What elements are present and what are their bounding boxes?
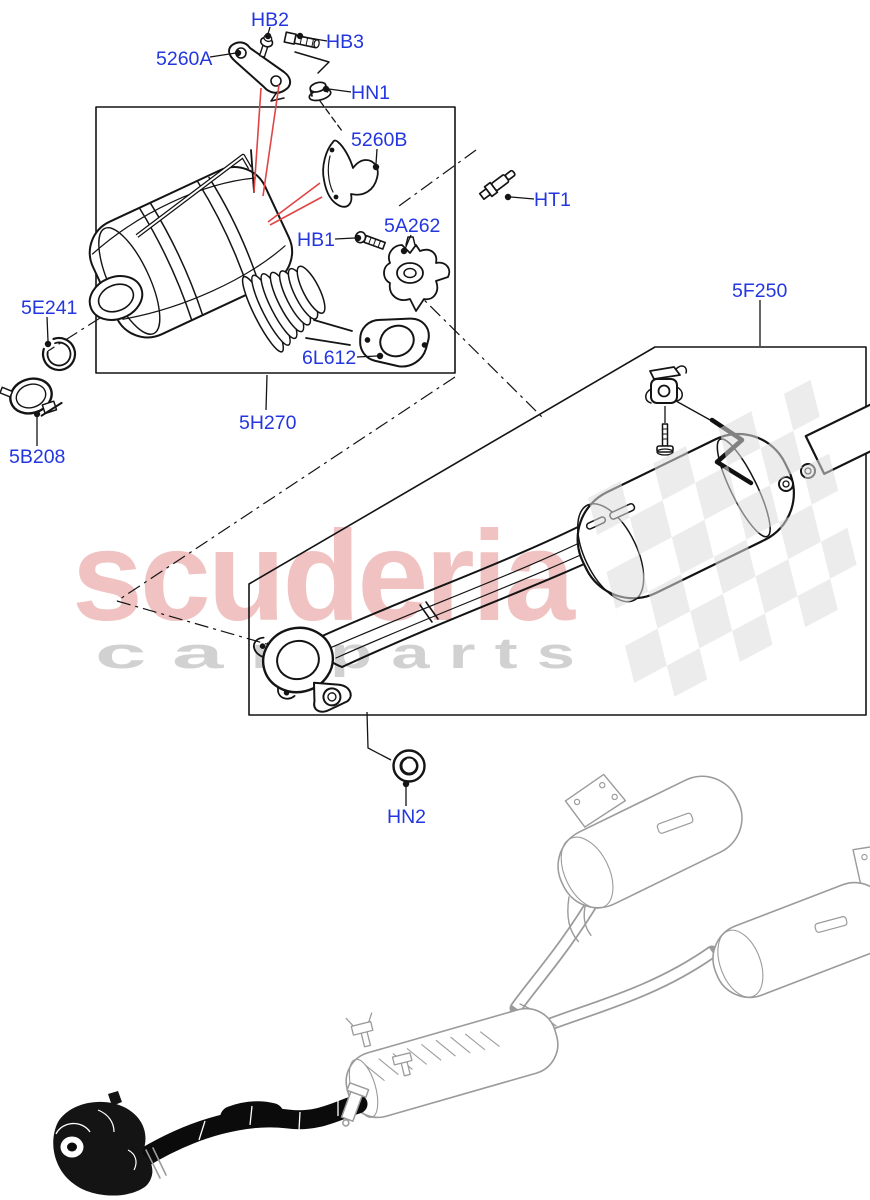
front-flange-art [253, 626, 352, 713]
watermark-tagline-right: p a r t s [330, 629, 575, 678]
part-label-hb1: HB1 [297, 229, 335, 251]
part-label-hn1: HN1 [351, 82, 390, 104]
part-label-hb2: HB2 [251, 9, 289, 31]
watermark-tagline-left: c a r [95, 629, 285, 678]
overview-exhaust-system [53, 773, 870, 1196]
heat-shield-5260B-art [322, 139, 379, 208]
part-labels: HB2 HB3 5260A HN1 5260B HT1 5A262 HB1 5E… [9, 9, 787, 828]
part-label-5b208: 5B208 [9, 446, 65, 468]
overview-front-pipe-highlight [53, 1082, 370, 1196]
overview-resonator [345, 1007, 559, 1119]
part-label-5h270: 5H270 [239, 412, 297, 434]
catalytic-converter-art [88, 149, 353, 353]
gasket-6L612-art [359, 317, 430, 368]
part-label-hn2: HN2 [387, 806, 426, 828]
checkered-flag-watermark [588, 379, 865, 714]
part-label-ht1: HT1 [534, 189, 571, 211]
part-label-5a262: 5A262 [384, 215, 440, 237]
sensor-HT1-art [478, 169, 516, 201]
hanger-bolt-art [656, 423, 674, 456]
part-label-5e241: 5E241 [21, 297, 77, 319]
part-label-hb3: HB3 [326, 31, 364, 53]
detail-box-muffler [248, 346, 867, 716]
clamp-5B208-art [0, 377, 63, 417]
red-callout-lines [253, 84, 323, 226]
gasket-HN2-art [392, 749, 426, 783]
hn2-boundary-leader [366, 711, 392, 761]
leader-lines [33, 26, 761, 806]
part-label-5260a: 5260A [156, 48, 212, 70]
part-label-5260b: 5260B [351, 129, 407, 151]
ring-5E241-art [41, 336, 77, 372]
overview-hanger-brackets [345, 1012, 413, 1077]
hanger-mount-art [645, 365, 688, 404]
mount-5A262-art [383, 236, 451, 312]
part-label-5f250: 5F250 [732, 280, 787, 302]
overview-right-rear-muffler [712, 843, 870, 999]
part-label-6l612: 6L612 [302, 347, 356, 369]
watermark-brand: scuderia [72, 505, 576, 648]
watermark: scuderia c a r p a r t s [72, 505, 579, 678]
overview-left-rear-muffler [557, 773, 743, 943]
bolt-HB3-art [283, 31, 330, 74]
